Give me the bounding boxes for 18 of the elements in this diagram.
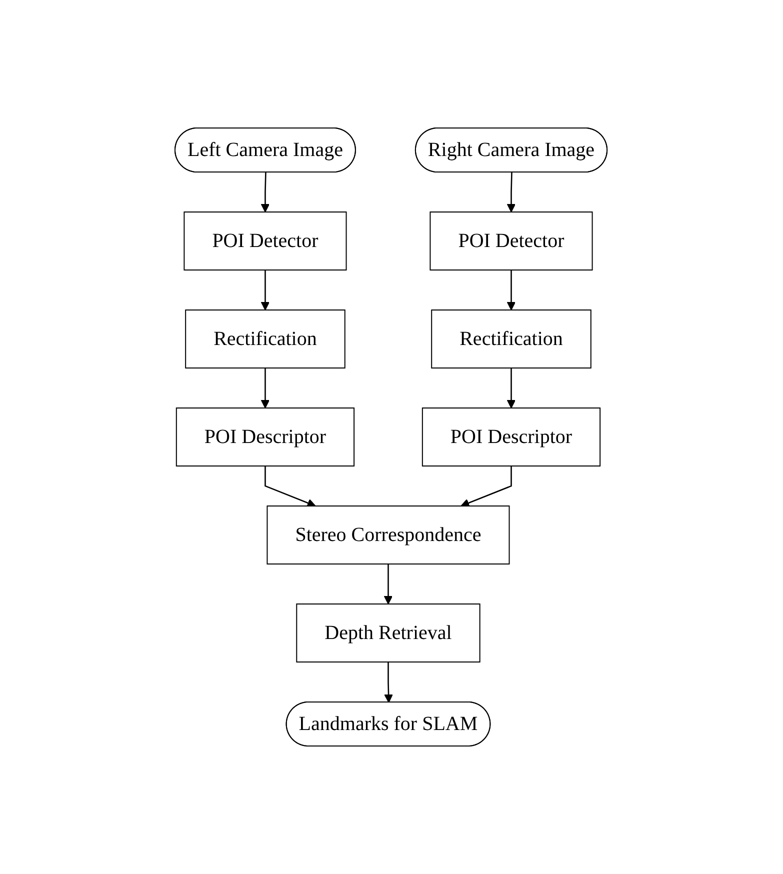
node-box: Rectification	[186, 310, 346, 368]
node-box: POI Descriptor	[176, 408, 356, 466]
arrow	[261, 368, 270, 408]
arrow	[507, 172, 516, 212]
node-box: Depth Retrieval	[296, 604, 481, 662]
node-box: POI Detector	[430, 212, 594, 270]
arrow	[384, 662, 394, 703]
arrow	[261, 172, 270, 212]
arrow	[261, 270, 270, 310]
arrow	[265, 466, 316, 508]
arrow	[507, 368, 516, 408]
arrow	[384, 564, 394, 604]
node-box: POI Descriptor	[422, 408, 602, 466]
arrow	[461, 466, 512, 508]
arrow	[507, 270, 516, 310]
node-box: Stereo Correspondence	[267, 506, 510, 564]
node-box: Rectification	[432, 310, 592, 368]
node-box: POI Detector	[184, 212, 348, 270]
